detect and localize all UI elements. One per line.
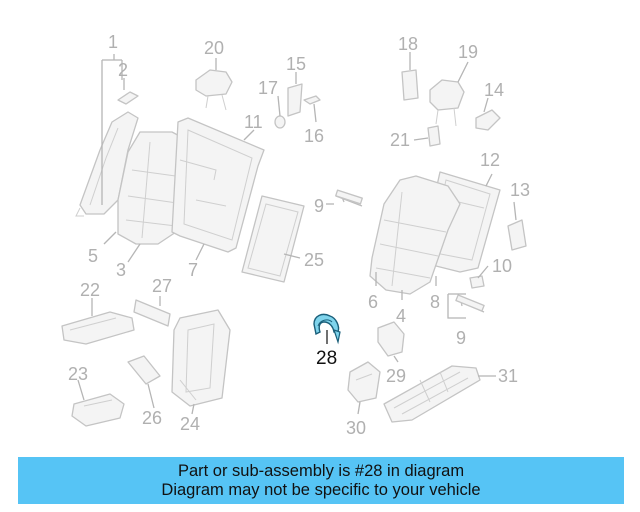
part-armrest-24 xyxy=(171,309,231,407)
parts-diagram: 1 2 3 4 5 6 7 8 9 9 10 11 12 13 14 15 16… xyxy=(61,32,530,438)
callout-3: 3 xyxy=(116,260,126,280)
part-clip-17 xyxy=(274,115,286,129)
callout-29: 29 xyxy=(386,366,406,386)
callout-6: 6 xyxy=(368,292,378,312)
callout-20: 20 xyxy=(204,38,224,58)
callout-31: 31 xyxy=(498,366,518,386)
part-bushing-21 xyxy=(427,125,441,147)
callout-19: 19 xyxy=(458,42,478,62)
callout-14: 14 xyxy=(484,80,504,100)
callout-12: 12 xyxy=(480,150,500,170)
part-pin-10 xyxy=(469,275,485,289)
callout-21: 21 xyxy=(390,130,410,150)
callout-25: 25 xyxy=(304,250,324,270)
part-28-clip-tip[interactable] xyxy=(333,329,341,345)
callout-1: 1 xyxy=(108,32,118,52)
callout-24: 24 xyxy=(180,414,200,434)
part-seat-back-cushion-4 xyxy=(369,175,461,295)
callout-labels: 1 2 3 4 5 6 7 8 9 9 10 11 12 13 14 15 16… xyxy=(68,32,530,438)
part-track-31 xyxy=(383,365,481,423)
callout-9a: 9 xyxy=(314,196,324,216)
callout-9b: 9 xyxy=(456,328,466,348)
banner-line-2: Diagram may not be specific to your vehi… xyxy=(161,480,481,499)
part-28-clip-body[interactable] xyxy=(313,313,340,336)
part-seat-back-frame xyxy=(171,117,265,253)
callout-22: 22 xyxy=(80,280,100,300)
callout-4: 4 xyxy=(396,306,406,326)
part-trim-2 xyxy=(117,91,139,105)
info-banner: Part or sub-assembly is #28 in diagram D… xyxy=(18,457,624,504)
callout-5: 5 xyxy=(88,246,98,266)
part-28-clip-detail xyxy=(317,319,333,327)
part-trim-27 xyxy=(133,299,171,327)
callout-10: 10 xyxy=(492,256,512,276)
part-back-panel-25 xyxy=(241,195,305,283)
part-headrest-19 xyxy=(429,79,465,127)
part-base-23 xyxy=(71,393,125,427)
callout-2: 2 xyxy=(118,60,128,80)
part-cushion-22 xyxy=(61,311,135,345)
callout-27: 27 xyxy=(152,276,172,296)
part-bracket-30 xyxy=(347,361,381,403)
part-bolt-16 xyxy=(303,95,321,105)
callout-15: 15 xyxy=(286,54,306,74)
callout-30: 30 xyxy=(346,418,366,438)
part-headrest-20 xyxy=(195,69,233,111)
part-cover-26 xyxy=(127,355,161,385)
highlighted-part-28[interactable] xyxy=(313,313,341,345)
banner-line-1: Part or sub-assembly is #28 in diagram xyxy=(177,461,465,480)
callout-11: 11 xyxy=(244,112,263,132)
callout-13: 13 xyxy=(510,180,530,200)
part-bracket-29 xyxy=(377,321,405,357)
callout-23: 23 xyxy=(68,364,88,384)
callout-17: 17 xyxy=(258,78,278,98)
part-cover-18 xyxy=(401,69,419,101)
part-side-bolster xyxy=(75,111,139,217)
callout-28[interactable]: 28 xyxy=(316,348,337,369)
callout-18: 18 xyxy=(398,34,418,54)
part-guide-14 xyxy=(475,109,501,131)
callout-8: 8 xyxy=(430,292,440,312)
part-bolts-9 xyxy=(335,189,485,313)
callout-7: 7 xyxy=(188,260,198,280)
callout-16: 16 xyxy=(304,126,324,146)
part-latch-13 xyxy=(507,219,527,251)
leader-lines xyxy=(77,52,517,415)
callout-26: 26 xyxy=(142,408,162,428)
part-bracket-15 xyxy=(287,83,303,117)
